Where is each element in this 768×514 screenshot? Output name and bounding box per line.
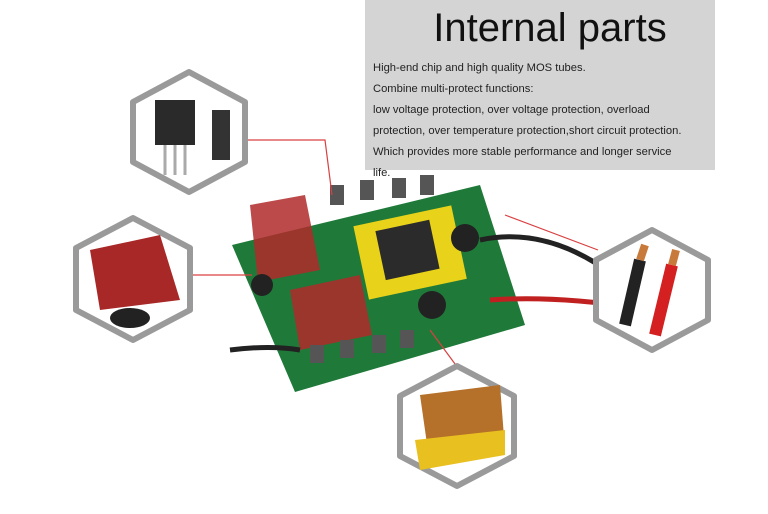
description-line: Which provides more stable performance a… xyxy=(373,146,672,158)
driver-board-hexagon xyxy=(73,215,193,343)
description-text: High-end chip and high quality MOS tubes… xyxy=(373,58,713,184)
description-line: low voltage protection, over voltage pro… xyxy=(373,104,650,116)
description-line: life. xyxy=(373,167,391,179)
cable-terminals-hexagon xyxy=(593,227,711,353)
description-line: protection, over temperature protection,… xyxy=(373,125,682,137)
description-line: Combine multi-protect functions: xyxy=(373,83,534,95)
description-panel: Internal parts High-end chip and high qu… xyxy=(365,0,715,179)
inverter-circuit-board xyxy=(229,175,651,392)
description-line: High-end chip and high quality MOS tubes… xyxy=(373,62,586,74)
page-title: Internal parts xyxy=(433,6,667,50)
leader-lines xyxy=(190,139,599,369)
mosfet-closeup-hexagon xyxy=(130,69,248,195)
transformer-coil-hexagon xyxy=(397,363,517,489)
